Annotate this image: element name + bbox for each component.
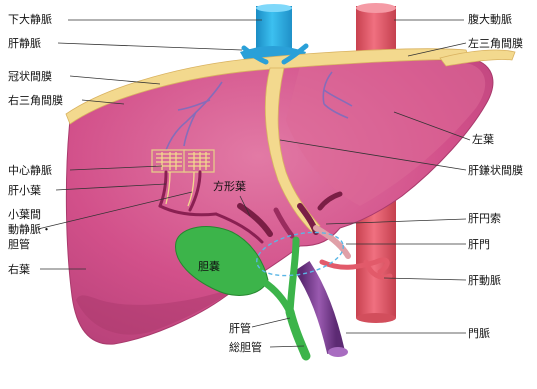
label-interlobular-1: 小葉間 [8, 208, 41, 221]
label-porta-hepatis: 肝門 [468, 238, 490, 251]
label-inferior-vena-cava: 下大静脈 [8, 13, 52, 26]
label-hepatic-duct: 肝管 [229, 322, 251, 335]
label-quadrate-lobe: 方形葉 [213, 180, 246, 193]
portal-vein-shape [302, 266, 348, 357]
label-left-lobe: 左葉 [472, 133, 494, 146]
label-common-bile-duct: 総胆管 [229, 341, 262, 354]
gallbladder-label: 胆嚢 [198, 259, 220, 273]
hepatic-lobule-structures [152, 150, 214, 172]
label-interlobular-3: 胆管 [8, 238, 30, 251]
label-round-ligament: 肝円索 [468, 212, 501, 225]
label-interlobular-2: 動静脈・ [8, 223, 52, 236]
label-abdominal-aorta: 腹大動脈 [468, 13, 512, 26]
label-hepatic-vein: 肝静脈 [8, 37, 41, 50]
label-left-triangular-ligament: 左三角間膜 [468, 37, 523, 50]
label-hepatic-lobule: 肝小葉 [8, 184, 41, 197]
label-hepatic-artery: 肝動脈 [468, 274, 501, 287]
label-falciform-ligament: 肝鎌状間膜 [468, 164, 523, 177]
label-right-triangular-ligament: 右三角間膜 [8, 94, 63, 107]
label-central-vein: 中心静脈 [8, 164, 52, 177]
label-right-lobe: 右葉 [8, 263, 30, 276]
label-coronary-ligament: 冠状間膜 [8, 70, 52, 83]
label-portal-vein: 門脈 [468, 327, 490, 340]
